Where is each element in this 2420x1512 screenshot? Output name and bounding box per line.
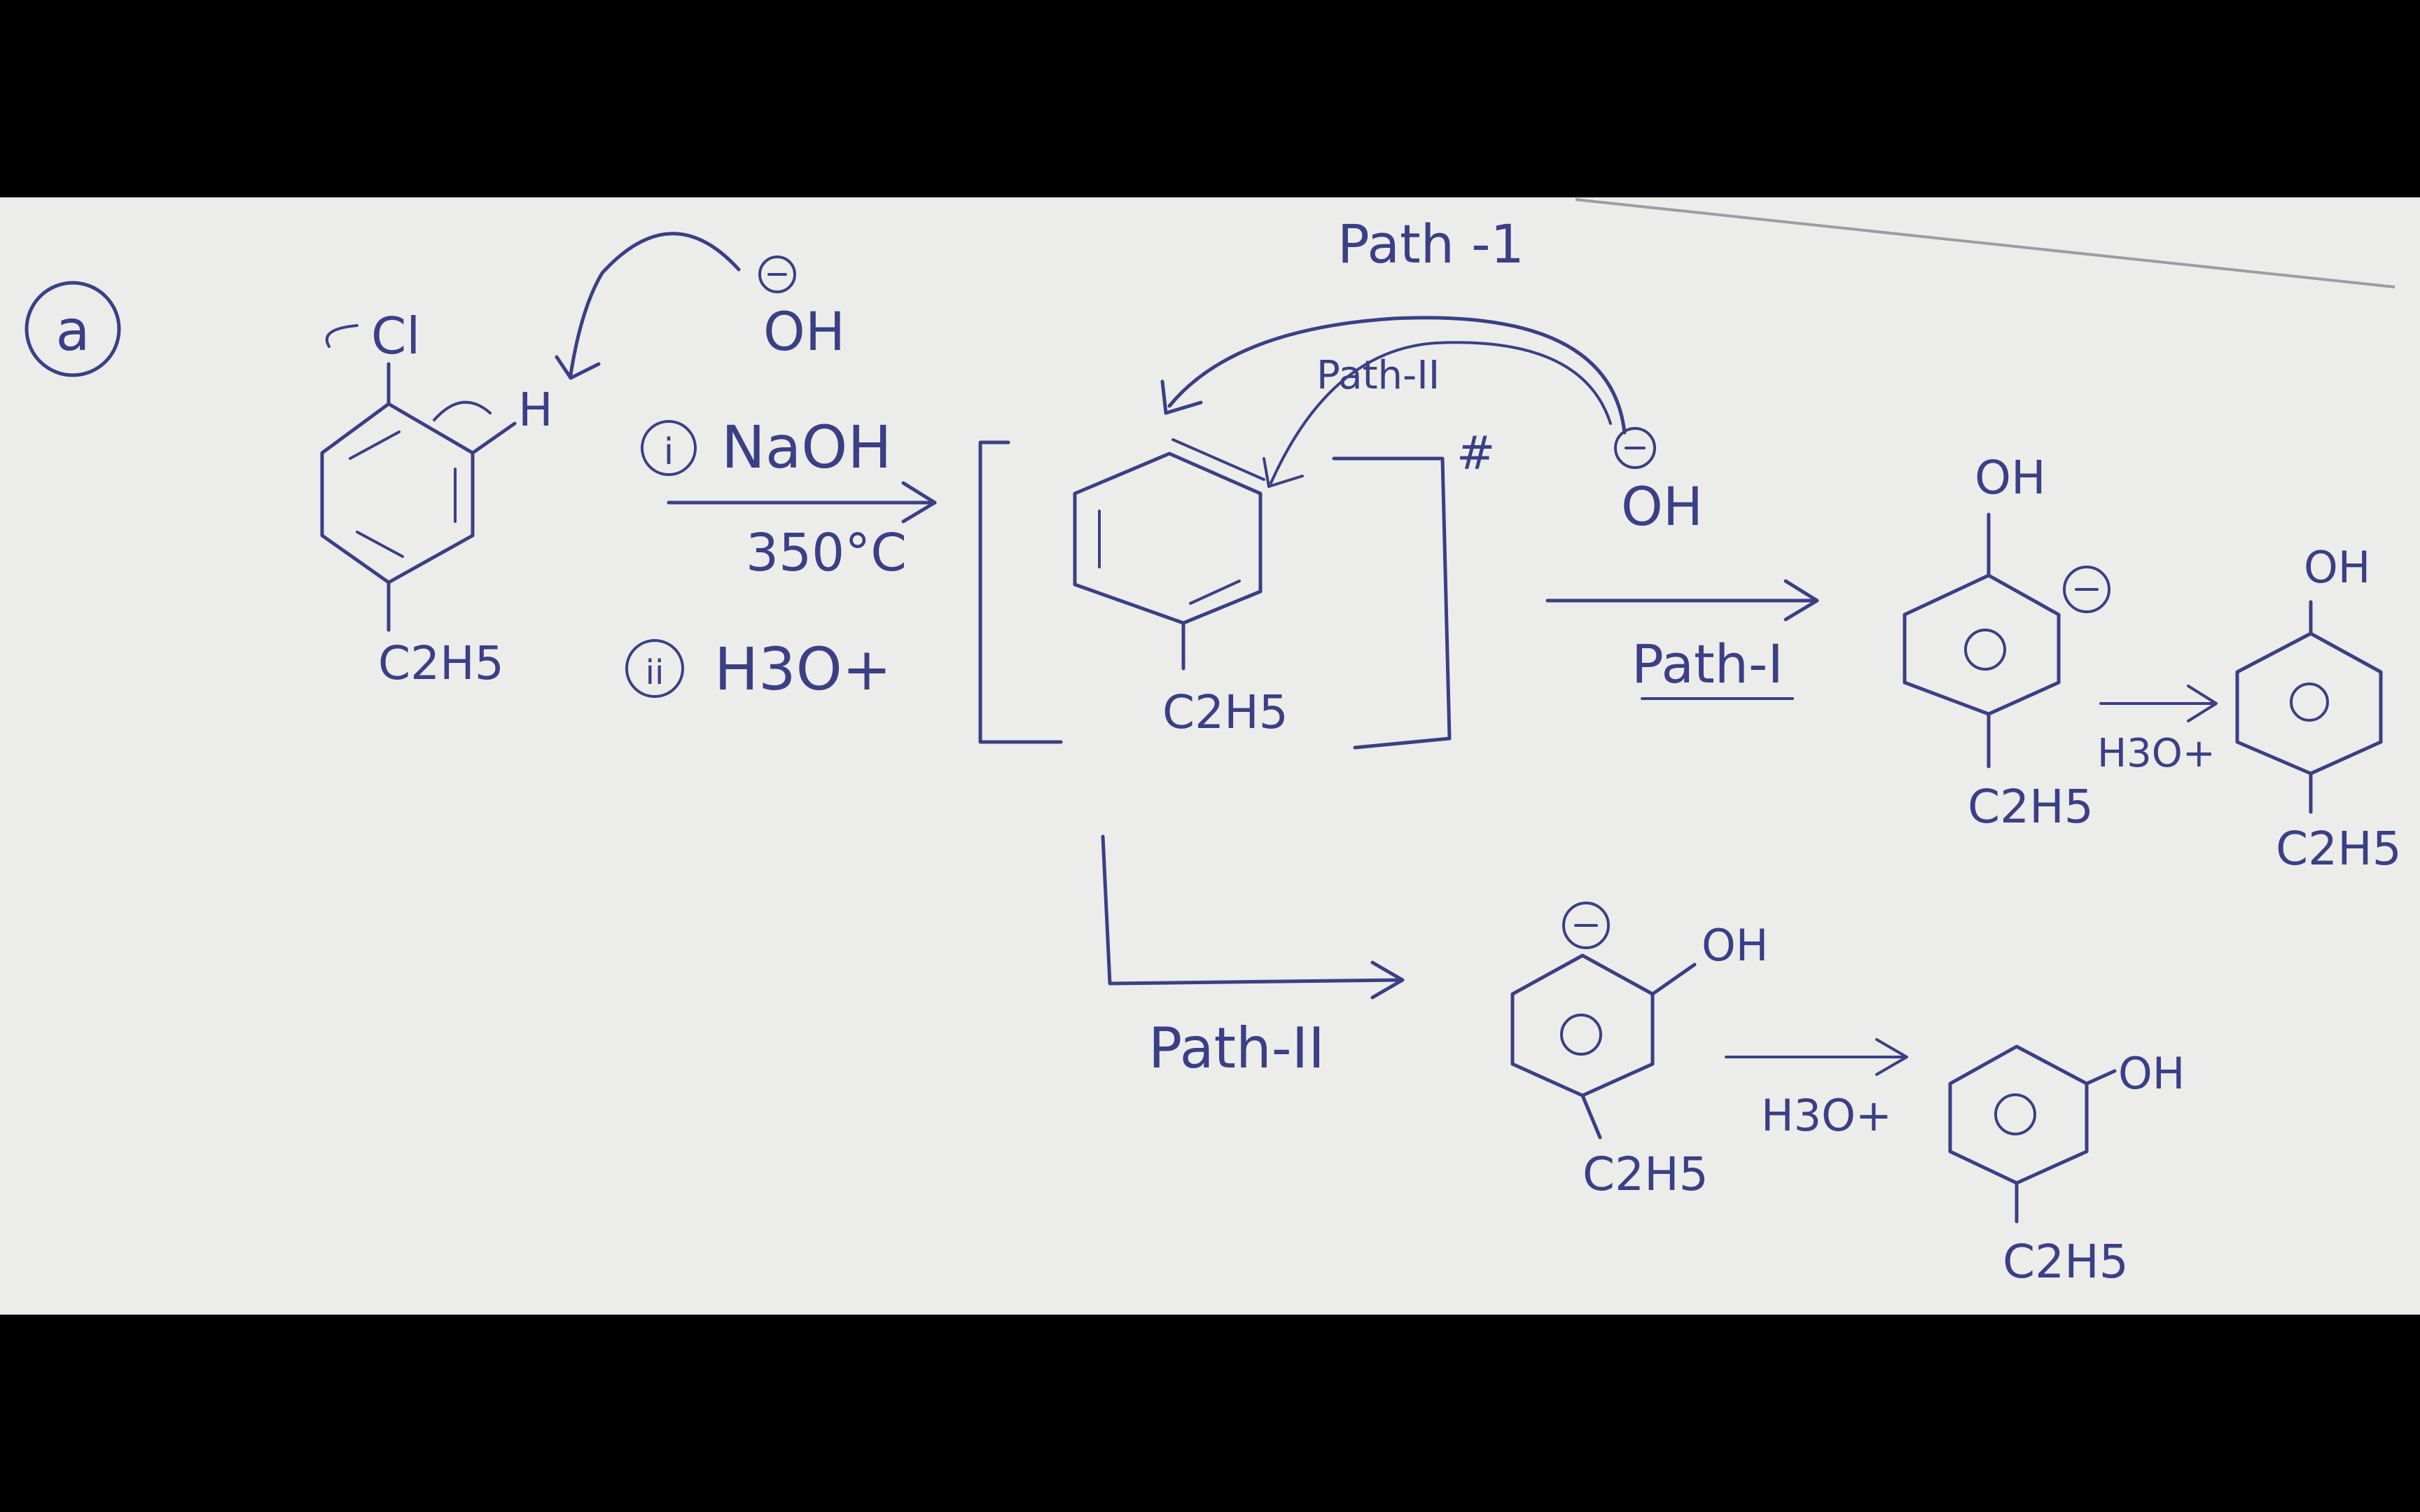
left-bracket bbox=[978, 440, 1063, 744]
path1-anion: OH C2H5 bbox=[1903, 451, 2110, 834]
path1-product-oh: OH bbox=[2304, 542, 2370, 593]
reactant-double-bonds bbox=[349, 430, 457, 558]
hydroxide-right: OH bbox=[1621, 475, 1703, 538]
cl-leaving-arrow bbox=[325, 324, 359, 348]
path2-product-ethyl: C2H5 bbox=[2003, 1235, 2129, 1289]
path2-arrow-label: Path-II bbox=[1148, 1016, 1325, 1081]
path1-curve-arrowhead bbox=[1160, 379, 1203, 415]
path1-curve-arrow bbox=[1167, 316, 1627, 435]
path1-product-ethyl: C2H5 bbox=[2276, 822, 2402, 876]
part-circle bbox=[25, 281, 121, 377]
path2-product: OH C2H5 bbox=[1948, 1044, 2185, 1289]
step1-reagent: NaOH bbox=[721, 413, 892, 482]
path2-product-oh-bond bbox=[2085, 1069, 2117, 1086]
path2-curve-arrowhead bbox=[1263, 457, 1304, 488]
path1-anion-charge bbox=[2063, 566, 2110, 613]
step2-reagent: H3O+ bbox=[714, 635, 891, 704]
path2-anion-oh: OH bbox=[1702, 920, 1768, 971]
h-curl-arrow bbox=[433, 400, 492, 421]
temperature: 350°C bbox=[746, 523, 907, 583]
path1-arrow-head bbox=[1783, 579, 1819, 622]
reactant-h: H bbox=[518, 383, 553, 437]
reaction-arrow-1-head bbox=[901, 481, 937, 524]
benzyne-molecule: C2H5 bbox=[1073, 438, 1288, 739]
part-label: a bbox=[55, 298, 90, 363]
path1-anion-oh: OH bbox=[1975, 451, 2046, 505]
path1-anion-aromatic bbox=[1964, 629, 2006, 671]
hydroxide-attack-arrow bbox=[569, 232, 741, 377]
paper-fold-line bbox=[1575, 198, 2395, 288]
hydroxide-top: OH bbox=[763, 300, 845, 363]
path2-product-aromatic bbox=[1994, 1093, 2036, 1135]
path2-anion-oh-bond bbox=[1650, 962, 1697, 996]
path2-anion-charge bbox=[1562, 902, 1610, 949]
h3o-arrow-bottom-head bbox=[1875, 1038, 1908, 1076]
right-bracket bbox=[1332, 456, 1452, 750]
paper bbox=[0, 197, 2420, 1315]
reactant-molecule: Cl H C2H5 bbox=[320, 307, 553, 690]
step1-circle bbox=[641, 420, 697, 476]
reactant-cl: Cl bbox=[371, 307, 420, 365]
path1-product: OH C2H5 bbox=[2235, 542, 2402, 876]
charge-minus-top bbox=[758, 255, 796, 293]
path2-anion-ethyl: C2H5 bbox=[1583, 1147, 1709, 1201]
h-bond bbox=[471, 421, 517, 455]
path2-anion-aromatic bbox=[1560, 1014, 1602, 1056]
hydroxide-attack-arrowhead bbox=[555, 355, 601, 380]
path2-product-oh: OH bbox=[2118, 1048, 2185, 1099]
path1-arrow-label: Path-I bbox=[1632, 633, 1783, 695]
step2-circle bbox=[625, 639, 684, 698]
reactant-ethyl: C2H5 bbox=[378, 636, 504, 690]
triple-bond-extra bbox=[1171, 438, 1265, 481]
charge-minus-right bbox=[1614, 427, 1656, 469]
path2-arrow-head bbox=[1370, 960, 1405, 1000]
path1-product-aromatic bbox=[2290, 682, 2329, 722]
benzyne-ethyl: C2H5 bbox=[1162, 685, 1288, 739]
benzyne-double-bonds bbox=[1098, 510, 1241, 605]
path2-top-label: Path-II bbox=[1316, 353, 1440, 398]
path2-anion-ethyl-bond bbox=[1580, 1093, 1602, 1140]
path2-curve-arrow bbox=[1270, 341, 1612, 484]
step1-number: i bbox=[664, 431, 674, 473]
h3o-arrow-right-head bbox=[2187, 685, 2218, 722]
path1-anion-ethyl: C2H5 bbox=[1968, 780, 2094, 834]
step2-number: ii bbox=[646, 653, 665, 692]
path1-top-label: Path -1 bbox=[1337, 213, 1524, 275]
h3o-bottom-label: H3O+ bbox=[1761, 1090, 1892, 1141]
transition-mark: # bbox=[1456, 426, 1495, 480]
path2-arrow bbox=[1101, 834, 1403, 986]
path2-anion: OH C2H5 bbox=[1510, 902, 1768, 1201]
h3o-right-label: H3O+ bbox=[2097, 731, 2216, 776]
